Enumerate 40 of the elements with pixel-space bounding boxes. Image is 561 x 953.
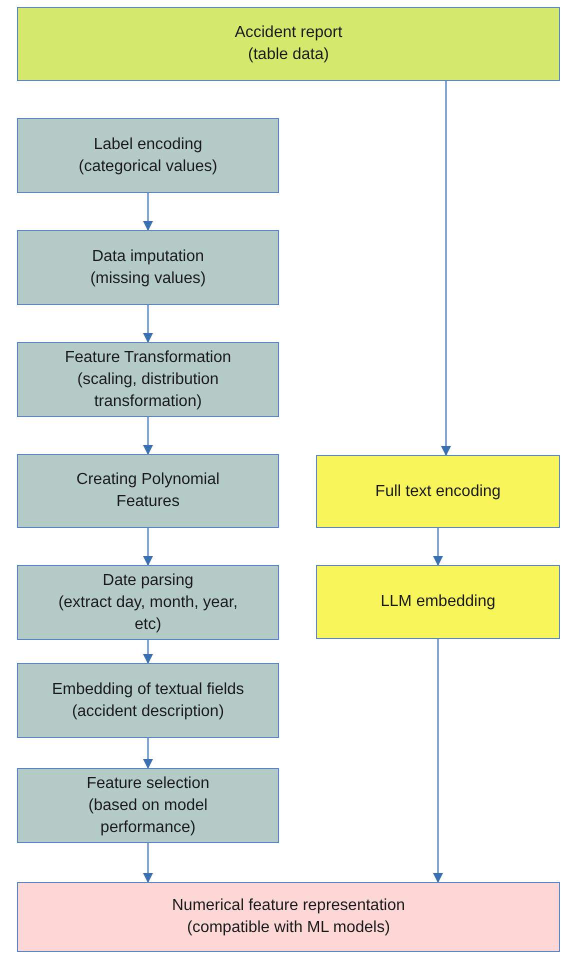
box-subtitle: (missing values) xyxy=(90,268,206,288)
arrow xyxy=(143,305,153,343)
arrow xyxy=(143,528,153,566)
arrow xyxy=(433,528,443,566)
box-subtitle: (scaling, distribution transformation) xyxy=(76,370,220,412)
box-title: Feature selection xyxy=(86,774,210,794)
arrow xyxy=(143,417,153,455)
box-title: Data imputation xyxy=(92,246,204,266)
box-title: Embedding of textual fields xyxy=(52,680,244,700)
process-box xyxy=(316,455,560,528)
process-box xyxy=(17,342,279,417)
process-box xyxy=(17,118,279,193)
box-subtitle: (based on model performance) xyxy=(87,796,209,838)
process-box xyxy=(17,565,279,640)
process-box xyxy=(17,230,279,305)
process-box xyxy=(17,7,560,81)
arrow xyxy=(143,640,153,664)
box-subtitle: (extract day, month, year, etc) xyxy=(57,592,239,634)
box-title: Label encoding xyxy=(94,134,202,154)
box-subtitle: (table data) xyxy=(248,45,329,65)
process-box xyxy=(17,768,279,843)
arrow xyxy=(441,81,451,456)
arrow xyxy=(143,193,153,231)
box-title: Full text encoding xyxy=(375,482,501,502)
box-title: Feature Transformation xyxy=(64,348,232,368)
box-title: LLM embedding xyxy=(380,592,496,612)
box-subtitle: (accident description) xyxy=(72,702,224,722)
box-subtitle: (categorical values) xyxy=(78,156,218,176)
arrow xyxy=(143,738,153,769)
process-box xyxy=(316,565,560,639)
box-title: Numerical feature representation xyxy=(172,896,405,916)
box-title: Date parsing xyxy=(102,570,194,590)
box-subtitle: (compatible with ML models) xyxy=(186,918,390,938)
arrow xyxy=(143,843,153,883)
process-box xyxy=(17,454,279,528)
box-title: Accident report xyxy=(234,23,342,43)
process-box xyxy=(17,663,279,738)
arrow xyxy=(433,639,443,883)
box-title: Creating Polynomial Features xyxy=(75,470,221,512)
process-box xyxy=(17,882,560,952)
